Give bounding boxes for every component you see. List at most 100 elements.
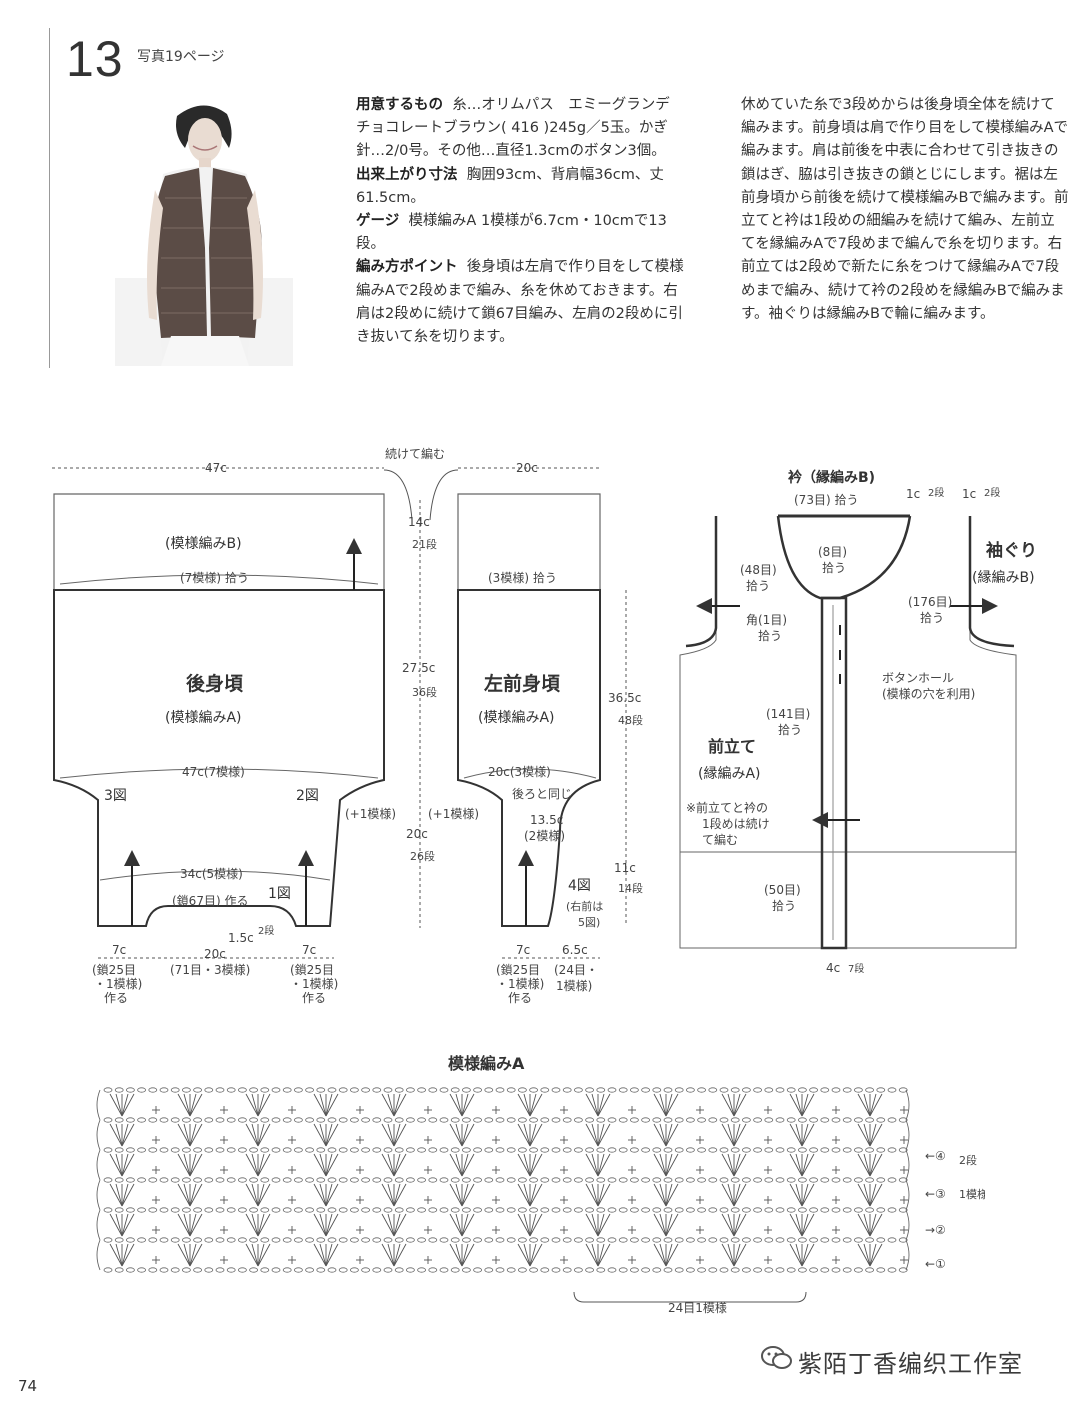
back-pickup-label: (7模様) 拾う [180,570,249,585]
front-shoulder-sub2: ・1模様) [496,977,544,991]
back-chain: (鎖67目) 作る [172,893,248,908]
points-text-continued: 休めていた糸で3段めからは後身頃全体を続けて編みます。前身頃は肩で作り目をして模… [741,97,1069,322]
band-note-1: ※前立てと衿の [686,800,768,815]
pickup-176-b: 拾う [920,610,944,625]
gauge-text: 模様編みA 1模様が6.7cm・10cmで13段。 [356,213,667,253]
front-fig4-note1: (右前は [566,899,603,913]
materials-label: 用意するもの [356,97,443,113]
schematic-diagram: 47c 20c 続けて編む (模様編みB) (7模様) 拾う 後身頃 (模様編み… [52,446,1037,1005]
side-label-repeat: 1模様 [959,1187,985,1201]
front-neck-h: 11c [614,861,636,875]
back-chest: 47c(7模様) [182,765,245,779]
front-band-label: 前立て [708,737,756,756]
front-neck-bottom-sub1: (24目・ [554,963,598,977]
front-fig4: 4図 [568,878,591,894]
edge1-label: 1c [906,487,920,501]
model-photo [115,98,293,366]
pickup-48-b: 拾う [746,578,770,593]
front-shoulder-sub1: (鎖25目 [496,962,540,977]
pickup-141: (141目) [766,707,810,721]
back-fig1: 1図 [268,886,291,902]
back-fig2: 2図 [296,788,319,804]
materials-text: 糸…オリムパス エミーグランデ チョコレートブラウン( 416 )245g／5玉… [356,97,685,160]
front-shoulder: 7c [516,943,530,957]
dim-h2: 27.5c [402,661,435,675]
front-width-label: 20c [516,461,538,475]
armhole-label: 袖ぐり [986,540,1037,561]
gauge-label: ゲージ [356,213,400,230]
row-label-2: →② [925,1223,946,1237]
front-plus-one: (+1模様) [428,807,479,821]
front-total-h: 36.5c [608,691,641,705]
buttonhole-label: ボタンホール [882,671,954,685]
pickup-8-b: 拾う [822,560,846,575]
front-stitch: (模様編みA) [478,710,555,726]
back-neck-center-sub: (71目・3模様) [170,963,250,977]
watermark: 紫陌丁香编织工作室 [798,1350,1023,1378]
back-plus-one: (+1模様) [345,807,396,821]
band-rows: 7段 [848,962,864,975]
back-shoulder-right-sub3: 作る [302,991,326,1005]
front-neck-w-sub: (2模様) [524,829,565,843]
repeat-label: 24目1模様 [668,1301,727,1315]
row-label-3: ←③ [925,1187,946,1201]
pickup-176: (176目) [908,595,952,609]
edge1-rows: 2段 [928,486,944,499]
dim-h2-rows: 36段 [412,685,437,699]
page-number: 74 [18,1377,38,1395]
back-neck-rows: 2段 [258,924,274,937]
back-border-label: (模様編みB) [165,536,242,552]
edge2-label: 1c [962,487,976,501]
collar-pickup: (73目) 拾う [794,492,858,507]
back-shoulder-right-sub2: ・1模様) [290,977,338,991]
chart-row-labels: ←④ ←③ →② ←① 2段 1模様 [925,1149,985,1271]
band-note-3: て編む [702,832,738,847]
chart-title: 模様編みA [448,1054,525,1073]
header-divider [49,28,50,368]
front-chest: 20c(3模様) [488,765,551,779]
row-label-1: ←① [925,1257,946,1271]
front-neck-h-rows: 14段 [618,881,643,895]
row-label-4: ←④ [925,1149,946,1163]
pickup-141-b: 拾う [778,722,802,737]
size-text: 胸囲93cm、背肩幅36cm、丈61.5cm。 [356,166,664,206]
front-neck-bottom: 6.5c [562,943,588,957]
front-neck-w: 13.5c [530,813,563,827]
pickup-8: (8目) [818,545,847,559]
armhole-stitch: (縁編みB) [972,570,1035,586]
back-name: 後身頃 [186,672,244,695]
pickup-48: (48目) [740,563,777,577]
band-width: 4c [826,961,840,975]
dim-h1: 14c [408,515,430,529]
front-band-stitch: (縁編みA) [698,766,761,782]
dim-h1-rows: 21段 [412,537,437,551]
back-neck-depth: 1.5c [228,931,254,945]
buttonhole-sub: (模様の穴を利用) [882,686,975,701]
band-note-2: 1段めは続け [702,816,770,831]
corner-label-b: 拾う [758,628,782,643]
chart-repeat-marker: 24目1模様 [573,1291,807,1315]
front-same-as-back: 後ろと同じ [512,787,572,801]
back-neck-width: 34c(5模様) [180,867,243,881]
stitch-chart [96,1087,910,1273]
front-shoulder-sub3: 作る [508,991,532,1005]
photo-page-reference: 写真19ページ [137,49,225,65]
collar-label: 衿（縁編みB) [788,469,875,486]
back-shoulder-left-sub3: 作る [104,991,128,1005]
dim-h3-rows: 26段 [410,849,435,863]
front-pickup: (3模様) 拾う [488,570,557,585]
back-stitch: (模様編みA) [165,710,242,726]
back-neck-center: 20c [204,947,226,961]
pickup-50-b: 拾う [772,898,796,913]
pickup-50: (50目) [764,883,801,897]
instructions-column-1: 用意するもの 糸…オリムパス エミーグランデ チョコレートブラウン( 416 )… [356,94,686,349]
pattern-number: 13 [66,31,124,87]
back-width-label: 47c [205,461,227,475]
front-name: 左前身頃 [484,672,561,695]
front-neck-bottom-sub2: 1模様) [556,979,592,993]
points-text: 後身頃は左肩で作り目をして模様編みAで2段めまで編み、糸を休めておきます。右肩は… [356,259,684,346]
back-shoulder-right: 7c [302,943,316,957]
front-total-h-rows: 48段 [618,713,643,727]
edge2-rows: 2段 [984,486,1000,499]
continue-label: 続けて編む [385,446,445,461]
